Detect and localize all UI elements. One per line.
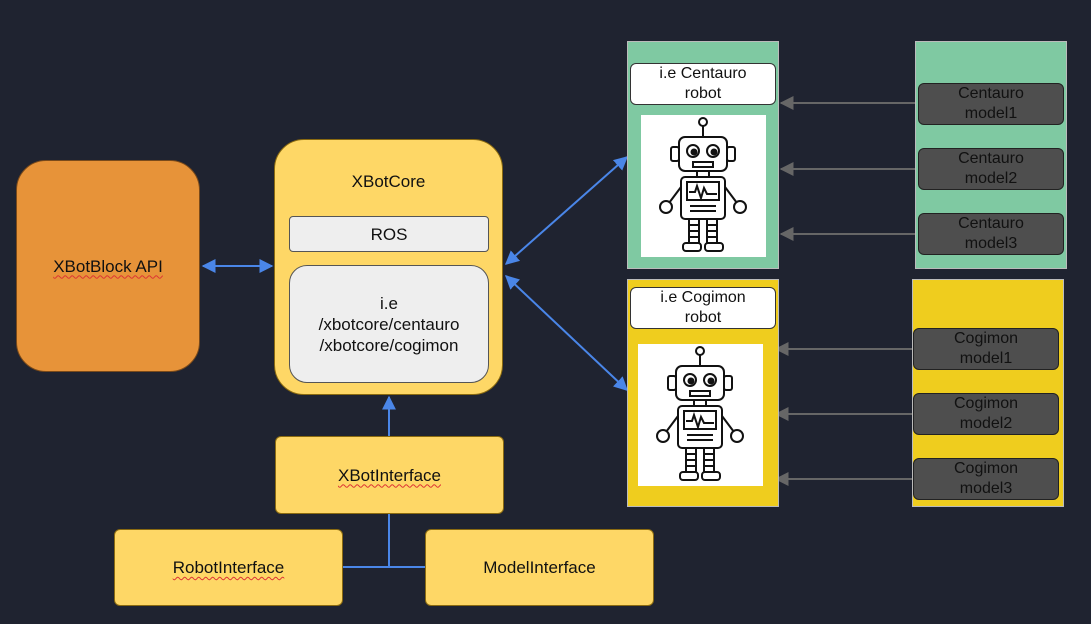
robotinterface-label: RobotInterface	[172, 558, 285, 577]
model-name: Centauro	[958, 85, 1024, 102]
xbotblock-api-node: XBotBlock API	[16, 160, 200, 372]
model-number: model2	[964, 170, 1018, 187]
robotinterface-node: RobotInterface	[114, 529, 343, 606]
centauro-model2-box: Centauro model2	[918, 148, 1064, 190]
centauro-robot-title: i.e Centauro robot	[630, 63, 776, 105]
modelinterface-node: ModelInterface	[425, 529, 654, 606]
xbotblock-api-label: XBotBlock API	[53, 256, 163, 276]
robot-illustration-icon	[641, 115, 766, 257]
model-number: model1	[959, 350, 1013, 367]
arrow-core-centauro	[504, 156, 629, 265]
cogimon-title-line2: robot	[684, 309, 722, 326]
model-number: model3	[959, 480, 1013, 497]
ros-box: ROS	[289, 216, 489, 252]
centauro-title-line1: i.e Centauro	[659, 65, 747, 82]
modelinterface-label: ModelInterface	[483, 558, 596, 577]
model-name: Centauro	[958, 150, 1024, 167]
cogimon-robot-title: i.e Cogimon robot	[630, 287, 776, 329]
robot-illustration-icon	[638, 344, 763, 486]
xbotinterface-node: XBotInterface	[275, 436, 504, 514]
robot-svg	[659, 117, 747, 252]
ros-label: ROS	[370, 224, 408, 244]
model-name: Cogimon	[953, 460, 1019, 477]
model-number: model2	[959, 415, 1013, 432]
cogimon-model1-box: Cogimon model1	[913, 328, 1059, 370]
centauro-model1-box: Centauro model1	[918, 83, 1064, 125]
model-name: Centauro	[958, 215, 1024, 232]
robot-svg	[656, 346, 744, 481]
centauro-title-line2: robot	[684, 85, 722, 102]
cogimon-model2-box: Cogimon model2	[913, 393, 1059, 435]
xbotcore-title: XBotCore	[351, 171, 426, 191]
topic-line: /xbotcore/centauro	[318, 314, 460, 334]
topics-box: i.e /xbotcore/centauro /xbotcore/cogimon	[289, 265, 489, 383]
model-number: model1	[964, 105, 1018, 122]
xbotinterface-label: XBotInterface	[337, 465, 441, 485]
cogimon-title-line1: i.e Cogimon	[660, 289, 746, 306]
topic-line: /xbotcore/cogimon	[319, 335, 459, 355]
model-name: Cogimon	[953, 395, 1019, 412]
topic-line: i.e	[380, 293, 398, 313]
model-name: Cogimon	[953, 330, 1019, 347]
model-number: model3	[964, 235, 1018, 252]
cogimon-model3-box: Cogimon model3	[913, 458, 1059, 500]
centauro-model3-box: Centauro model3	[918, 213, 1064, 255]
arrow-core-cogimon	[504, 275, 629, 391]
